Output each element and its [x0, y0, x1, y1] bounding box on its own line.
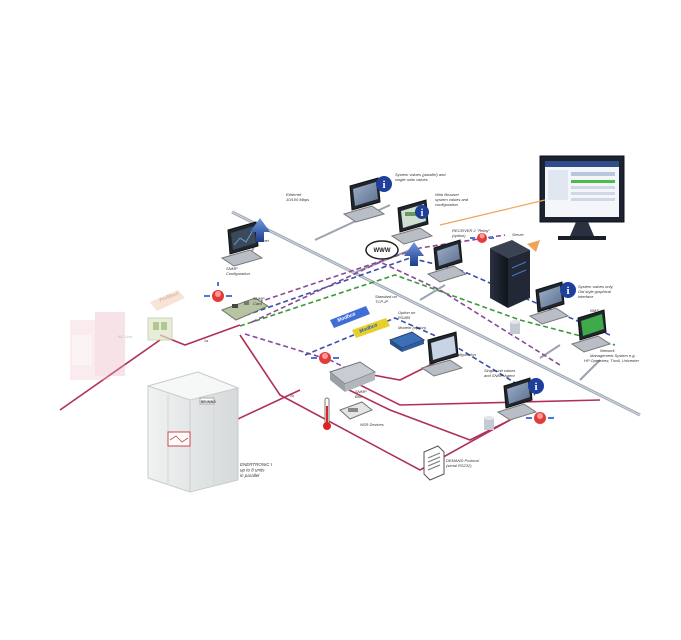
- modbus-tag-1: Modbus: [330, 306, 370, 328]
- svg-text:i: i: [382, 179, 385, 191]
- arrow-up-icon: [250, 218, 270, 242]
- info-icon: i: [376, 176, 392, 192]
- info-icon: i: [560, 282, 576, 298]
- system-values-old-style-label: System values only, Old style graphical …: [578, 284, 614, 299]
- server-label: Server: [512, 232, 524, 237]
- configuration-label: Configuration: [452, 352, 477, 357]
- svg-text:i: i: [566, 285, 569, 297]
- laptop-system-values: [342, 177, 386, 223]
- alarm-beacon-4: [470, 233, 494, 243]
- alarm-beacon-3: [526, 412, 554, 424]
- protocol-tag: Profibus: [150, 290, 185, 311]
- snmp-card: SNMP Card: [220, 296, 270, 321]
- laptop-nms: NMS: [570, 308, 612, 353]
- alarm-beacon-1: [204, 282, 232, 302]
- laptop-receiver: [426, 239, 468, 283]
- laptop-single-unit: [496, 377, 538, 421]
- demand-protocol-label: DEMAND Protocol (serial RS232): [446, 458, 480, 468]
- network-management-label: Network Management System e.g. HP Openvi…: [584, 348, 640, 363]
- ethernet-backbone: [231, 204, 641, 417]
- snmp-card-label: SNMP Card: [253, 296, 266, 306]
- storage-cylinder-1: [510, 320, 520, 334]
- ups-caption: ENERTRONIC I up to 8 units in parallel: [240, 462, 273, 478]
- www-text: WWW: [374, 248, 391, 254]
- modem-label: Modem (option): [398, 325, 427, 330]
- nms-label: NMS: [590, 308, 599, 313]
- svg-text:i: i: [421, 208, 424, 219]
- snmp-configuration-label: SNMP Configuration: [226, 266, 251, 276]
- storage-cylinder-2: [484, 416, 494, 430]
- info-icon: i: [415, 205, 429, 219]
- ups-brand: BENNING: [201, 400, 216, 404]
- info-icon: i: [528, 378, 544, 394]
- alarm-beacon-2: [311, 352, 339, 364]
- nsr-devices: NSR Devices: [323, 397, 384, 430]
- tick-label-b: 1b: [290, 394, 294, 398]
- server: Server: [490, 232, 530, 308]
- tick-label-a: 1a: [204, 339, 208, 343]
- laptop-old-style: [528, 281, 570, 325]
- receiver-relay-label: RECEIVER 2 "Relay" (option): [452, 228, 491, 238]
- single-unit-values-label: Single unit values and SNMP Agent: [484, 368, 516, 378]
- nsr-devices-label: NSR Devices: [360, 422, 384, 427]
- option-rs485-label: Option on RS485: [398, 310, 416, 320]
- ghost-ups: AC Unit: [70, 312, 133, 380]
- www-cloud: WWW: [365, 240, 399, 260]
- system-values-parallel-label: System values (parallel) and single unit…: [395, 172, 447, 182]
- modem: Modem (option): [388, 325, 427, 352]
- laptop-configuration: Configuration: [420, 331, 477, 377]
- standard-tcpip-label: Standard on TCP-IP: [375, 294, 398, 304]
- snmp-box-label: SNMP Box: [355, 389, 368, 399]
- document-icon: [423, 445, 445, 481]
- big-monitor: [539, 155, 625, 240]
- arrow-up-icon: [404, 242, 424, 266]
- small-ups-label: AC Unit: [117, 334, 133, 339]
- ethernet-label: Ethernet 10/100 Mbps: [286, 192, 309, 202]
- laptop-telnet: Telnet SNMP Configuration: [220, 221, 270, 276]
- dashed-links: [234, 234, 616, 396]
- svg-text:i: i: [534, 381, 537, 393]
- ups-cabinet: BENNING ENERTRONIC I up to 8 units in pa…: [146, 371, 273, 493]
- orange-arrow: [439, 199, 546, 252]
- interface-box-left: [147, 317, 173, 341]
- snmp-box: SNMP Box: [328, 361, 377, 399]
- modbus-tag-2: Modbus: [352, 318, 390, 338]
- web-browser-label: Web Browser system values and configurat…: [435, 192, 469, 207]
